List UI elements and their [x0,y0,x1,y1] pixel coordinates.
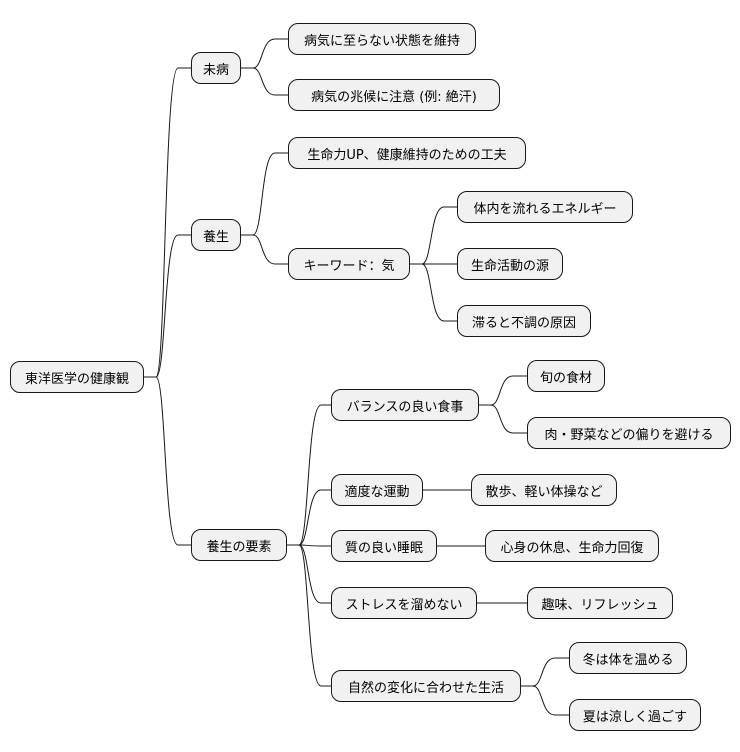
connector-line [144,234,191,378]
connector-line [521,685,569,716]
connector-line [241,234,288,265]
leaf-node: 夏は涼しく過ごす [569,699,701,731]
connector-line [479,404,527,434]
leaf-node: 趣味、リフレッシュ [527,587,673,619]
leaf-node: 病気に至らない状態を維持 [288,23,476,55]
connector-line [287,544,331,604]
leaf-node: 肉・野菜などの偏りを避ける [527,417,731,449]
branch-node-mibyou: 未病 [191,52,241,84]
leaf-node: 病気の兆候に注意 (例: 絶汗) [288,79,500,111]
connector-line [410,206,457,265]
sub-node-diet: バランスの良い食事 [331,389,479,421]
leaf-node: 体内を流れるエネルギー [457,191,633,223]
branch-node-yojo-elements: 養生の要素 [191,529,287,561]
leaf-node: 生命活動の源 [457,248,563,280]
connector-line [241,38,288,69]
branch-node-yojo: 養生 [191,219,241,251]
connector-line [287,544,331,687]
leaf-node: 心身の休息、生命力回復 [485,530,659,562]
leaf-node: 生命力UP、健康維持のための工夫 [288,137,526,169]
root-node: 東洋医学の健康観 [10,361,144,393]
leaf-node: 散歩、軽い体操など [471,474,617,506]
leaf-node: 冬は体を温める [569,642,687,674]
sub-node-stress: ストレスを溜めない [331,587,477,619]
leaf-node: 滞ると不調の原因 [457,305,591,337]
connector-line [241,152,288,236]
sub-node-exercise: 適度な運動 [331,474,423,506]
connector-line [144,376,191,546]
connector-line [479,375,527,406]
connector-line [410,263,457,322]
connector-line [287,404,331,546]
sub-node-ki: キーワード：気 [288,248,410,280]
connector-line [521,657,569,687]
connector-line [287,489,331,546]
leaf-node: 旬の食材 [527,360,605,392]
sub-node-seasonal: 自然の変化に合わせた生活 [331,670,521,702]
connector-line [144,67,191,378]
sub-node-sleep: 質の良い睡眠 [331,530,437,562]
connector-line [241,67,288,96]
